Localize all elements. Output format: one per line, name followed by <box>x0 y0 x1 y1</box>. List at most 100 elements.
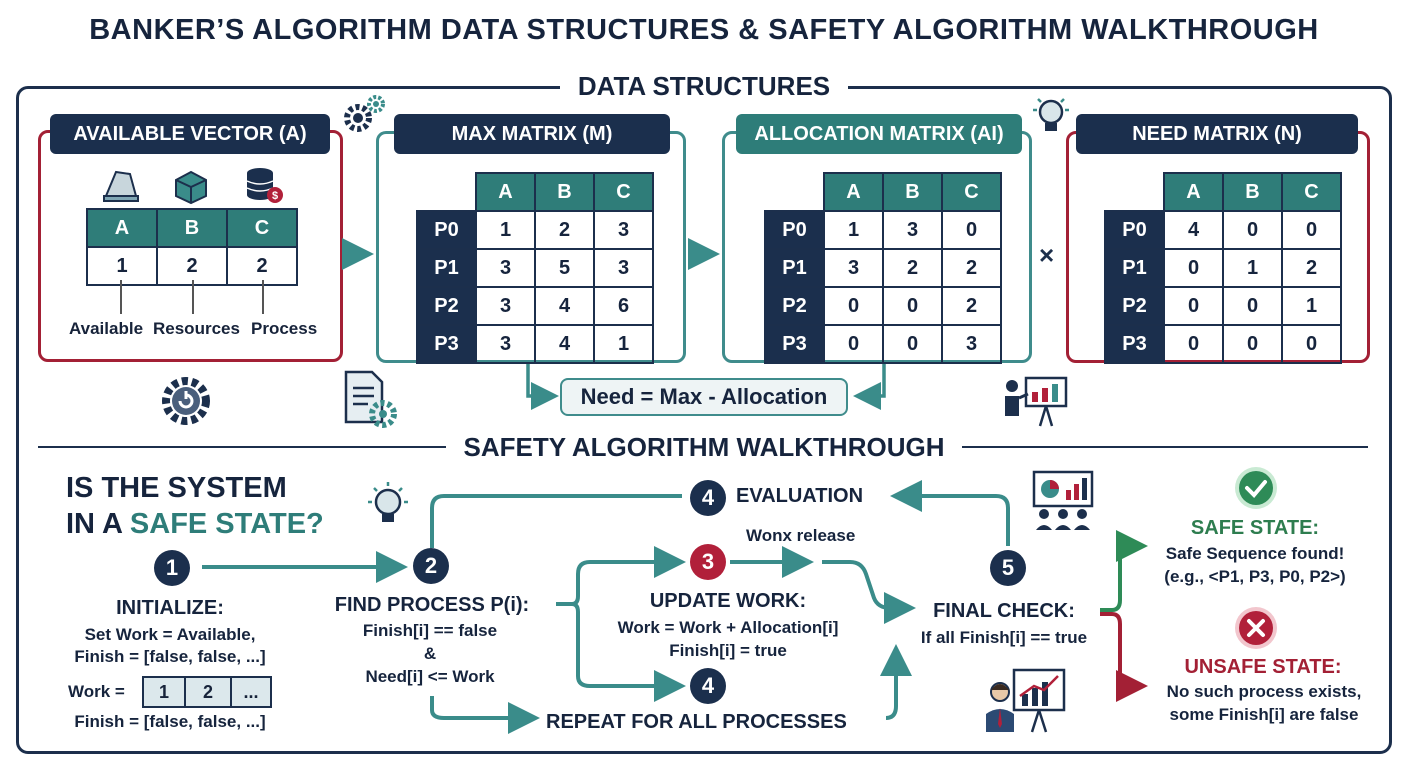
allocation-cell: 0 <box>823 286 884 326</box>
need-cell: 1 <box>1281 286 1342 326</box>
data-structures-heading: DATA STRUCTURES <box>559 71 849 101</box>
available-vector-table: A B C 1 2 2 <box>86 208 298 286</box>
max-cell: 4 <box>534 286 595 326</box>
need-cell: 0 <box>1222 286 1283 326</box>
need-col-header: B <box>1222 172 1283 212</box>
step-5-badge: 5 <box>990 550 1026 586</box>
need-cell: 0 <box>1163 286 1224 326</box>
step-2-line-1: Finish[i] == false <box>362 621 498 640</box>
need-cell: 0 <box>1163 324 1224 364</box>
document-gear-icon <box>344 370 397 428</box>
step-2-badge: 2 <box>413 548 449 584</box>
max-matrix-table: A B C P0 1 2 3 P1 3 5 3 P2 3 4 6 P3 3 4 … <box>416 172 654 364</box>
need-matrix-title: NEED MATRIX (N) <box>1076 114 1358 154</box>
step-3-line-2: Finish[i] = true <box>669 641 787 660</box>
funnel-icon <box>103 170 139 202</box>
allocation-cell: 1 <box>823 210 884 250</box>
process-caption: Process <box>251 319 318 338</box>
safe-state-title: SAFE STATE: <box>1190 517 1320 539</box>
businessman-chart-icon <box>986 668 1066 733</box>
max-cell: 4 <box>534 324 595 364</box>
max-cell: 3 <box>593 248 654 288</box>
step-4-bottom-badge: 4 <box>690 668 726 704</box>
database-coin-icon: $ <box>246 168 283 203</box>
max-col-header: A <box>475 172 536 212</box>
gears-icon <box>344 95 385 132</box>
allocation-matrix-title: ALLOCATION MATRIX (AI) <box>736 114 1022 154</box>
need-col-header: A <box>1163 172 1224 212</box>
safe-state-line-1: Safe Sequence found! <box>1165 544 1345 563</box>
work-cell: 1 <box>144 678 186 706</box>
max-row-label: P1 <box>416 248 477 288</box>
team-chart-icon <box>1032 470 1094 530</box>
max-cell: 6 <box>593 286 654 326</box>
need-row-label: P1 <box>1104 248 1165 288</box>
max-row-label: P0 <box>416 210 477 250</box>
step-1-badge: 1 <box>154 550 190 586</box>
page-title: BANKER’S ALGORITHM DATA STRUCTURES & SAF… <box>89 14 1319 46</box>
question-line-2: IN A SAFE STATE? <box>66 506 324 542</box>
step-3-above-label: Wonx release <box>746 526 856 545</box>
need-cell: 0 <box>1222 324 1283 364</box>
safety-heading-wrap: SAFETY ALGORITHM WALKTHROUGH <box>0 432 1408 463</box>
work-cell: 2 <box>186 678 232 706</box>
unsafe-state-title: UNSAFE STATE: <box>1184 656 1342 678</box>
allocation-matrix-table: A B C P0 1 3 0 P1 3 2 2 P2 0 0 2 P3 0 0 … <box>764 172 1002 364</box>
evaluation-label: EVALUATION <box>736 485 864 507</box>
need-row-label: P3 <box>1104 324 1165 364</box>
step-1-line-1: Set Work = Available, <box>84 625 256 644</box>
allocation-col-header: C <box>941 172 1002 212</box>
max-cell: 1 <box>475 210 536 250</box>
caption-line <box>120 280 122 314</box>
need-cell: 0 <box>1281 210 1342 250</box>
operator-symbol: × <box>1039 240 1055 270</box>
lightbulb-icon <box>1033 98 1069 131</box>
allocation-cell: 2 <box>941 248 1002 288</box>
allocation-col-header: A <box>823 172 884 212</box>
allocation-cell: 0 <box>882 286 943 326</box>
max-cell: 3 <box>475 248 536 288</box>
question-highlight: SAFE STATE? <box>129 508 324 540</box>
gear-cycle-icon <box>162 377 210 425</box>
step-2-title: FIND PROCESS P(i): <box>334 594 530 616</box>
available-value: 1 <box>86 246 158 286</box>
resources-caption: Resources <box>153 319 240 338</box>
step-2-line-3: Need[i] <= Work <box>365 667 495 686</box>
work-vector: 1 2 ... <box>142 676 272 708</box>
max-row-label: P2 <box>416 286 477 326</box>
caption-line <box>192 280 194 314</box>
allocation-col-header: B <box>882 172 943 212</box>
allocation-cell: 0 <box>882 324 943 364</box>
allocation-cell: 3 <box>823 248 884 288</box>
safety-heading: SAFETY ALGORITHM WALKTHROUGH <box>445 432 963 462</box>
available-caption: Available <box>69 319 144 338</box>
need-cell: 0 <box>1281 324 1342 364</box>
need-cell: 0 <box>1222 210 1283 250</box>
step-2-line-2: & <box>423 644 437 663</box>
work-cell: ... <box>243 681 259 702</box>
max-cell: 2 <box>534 210 595 250</box>
max-col-header: B <box>534 172 595 212</box>
step-3-line-1: Work = Work + Allocation[i] <box>617 618 839 637</box>
repeat-label: REPEAT FOR ALL PROCESSES <box>546 711 847 733</box>
need-formula-box: Need = Max - Allocation <box>560 378 848 416</box>
step-3-title: UPDATE WORK: <box>649 590 807 612</box>
svg-text:$: $ <box>272 190 278 202</box>
box-icon <box>175 170 207 205</box>
allocation-cell: 3 <box>941 324 1002 364</box>
allocation-cell: 2 <box>941 286 1002 326</box>
allocation-cell: 3 <box>882 210 943 250</box>
need-row-label: P0 <box>1104 210 1165 250</box>
safe-state-line-2: (e.g., <P1, P3, P0, P2>) <box>1164 567 1346 586</box>
cross-icon <box>1235 607 1277 649</box>
available-col-header: A <box>86 208 158 248</box>
max-col-header: C <box>593 172 654 212</box>
lightbulb-icon <box>368 482 408 522</box>
available-col-header: B <box>156 208 228 248</box>
allocation-row-label: P0 <box>764 210 825 250</box>
step-1-line-2: Finish = [false, false, ...] <box>74 647 266 666</box>
allocation-row-label: P1 <box>764 248 825 288</box>
presenter-chart-icon <box>1005 376 1068 427</box>
available-col-header: C <box>226 208 298 248</box>
unsafe-state-line-1: No such process exists, <box>1166 682 1362 701</box>
